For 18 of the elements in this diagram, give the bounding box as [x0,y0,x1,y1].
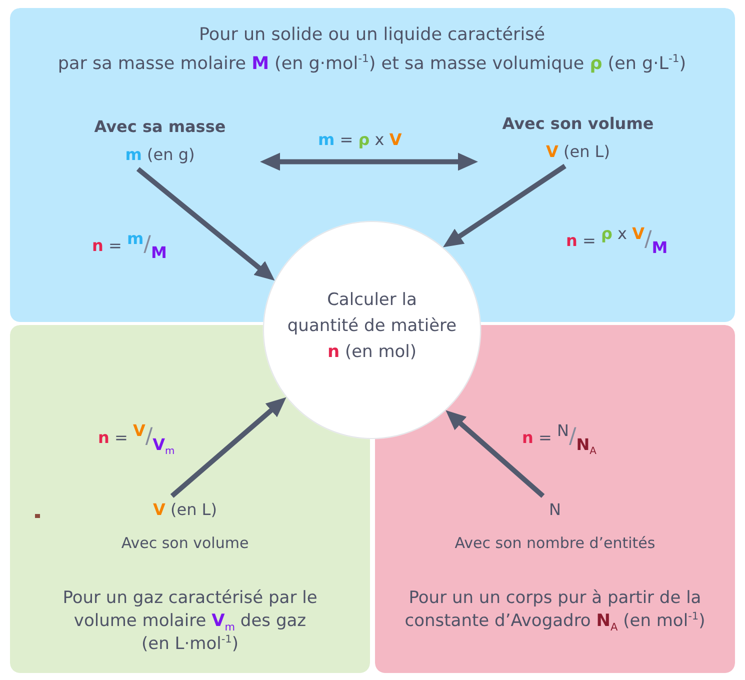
caption-text: Avec son volume [121,534,249,552]
arrow [170,395,288,498]
quantity-text: V (en L) [546,142,610,161]
panel-heading: Pour un gaz caractérisé par le volume molaire V$_{m}$ des gaz (en L·mol$^{-1}$) [62,587,318,656]
quantity-text: N [549,500,561,519]
quantity-text: V (en L) [153,500,217,519]
arrow [442,164,566,250]
formula-label: m = ρ x V [318,129,402,151]
circle-label: Calculer la quantité de matière n (en mol) [286,289,458,364]
quantity-text: m (en g) [125,145,195,164]
arrow [136,167,276,283]
heading-text: Avec son volume [502,114,654,133]
arrow [444,408,545,498]
caption-text: Avec son nombre d’entités [454,534,656,552]
heading-text: Avec sa masse [94,117,226,136]
panel-heading: Pour un un corps pur à partir de la constante d’Avogadro N$_{A}$ (en mol$^{-1}$) [404,587,706,633]
double-arrow [260,152,478,171]
panel-heading: Pour un solide ou un liquide caractérisé par sa masse molaire M (en g·mol$^{-1}$) et sa masse volumique ρ (en g·L$^{-1}$) [56,24,688,76]
